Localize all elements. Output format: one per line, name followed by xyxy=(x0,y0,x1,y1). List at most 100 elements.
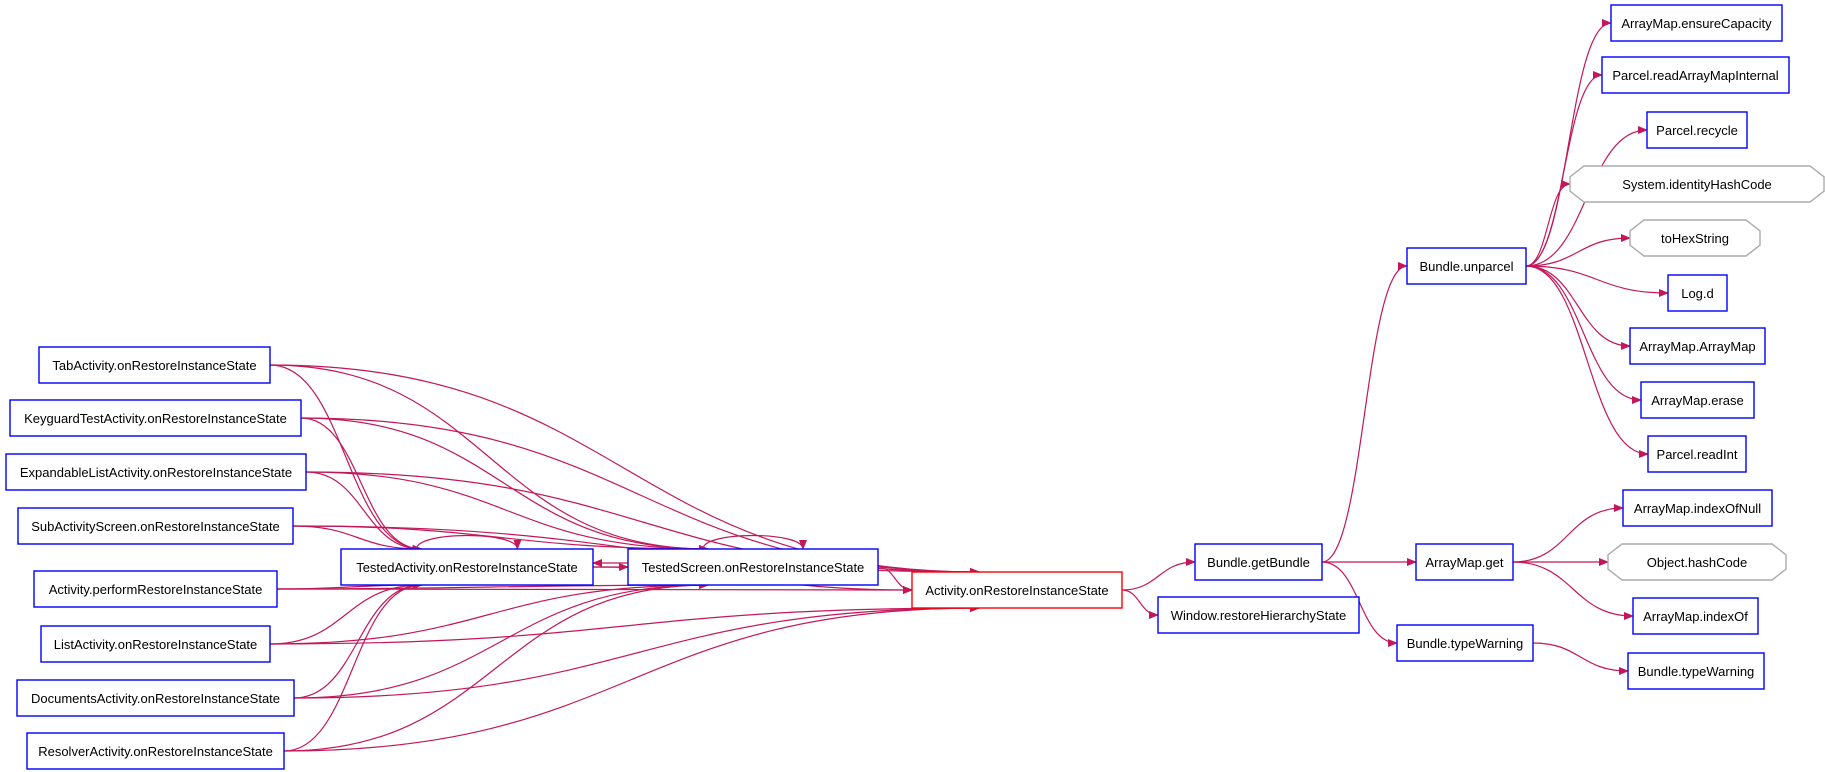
node-box xyxy=(1646,111,1748,149)
node-object-hashcode[interactable]: Object.hashCode xyxy=(1607,543,1787,581)
node-box xyxy=(911,571,1123,609)
node-expandable-list[interactable]: ExpandableListActivity.onRestoreInstance… xyxy=(5,453,307,491)
node-activity-perform[interactable]: Activity.performRestoreInstanceState xyxy=(33,570,278,608)
node-documents-activity[interactable]: DocumentsActivity.onRestoreInstanceState xyxy=(16,679,295,717)
node-box xyxy=(17,507,294,545)
node-arraymap-indexofnull[interactable]: ArrayMap.indexOfNull xyxy=(1622,489,1773,527)
edge-tab-activity-to-tested-activity xyxy=(269,364,423,553)
edge-tested-activity-to-tested-activity xyxy=(416,534,522,550)
node-label: Parcel.recycle xyxy=(1656,123,1738,138)
node-bundle-unparcel[interactable]: Bundle.unparcel xyxy=(1406,247,1527,285)
node-tested-activity[interactable]: TestedActivity.onRestoreInstanceState xyxy=(340,548,594,586)
edge-activity-perform-to-activity-restore xyxy=(276,585,913,594)
edge-list-activity-to-activity-restore xyxy=(269,604,981,645)
node-resolver-activity[interactable]: ResolverActivity.onRestoreInstanceState xyxy=(26,732,285,770)
node-label: ArrayMap.erase xyxy=(1651,393,1743,408)
node-arraymap-arraymap[interactable]: ArrayMap.ArrayMap xyxy=(1629,327,1766,365)
edge-bundle-unparcel-to-arraymap-ensurecap xyxy=(1525,19,1612,267)
node-keyguard-test[interactable]: KeyguardTestActivity.onRestoreInstanceSt… xyxy=(9,399,302,437)
nodes-layer: TabActivity.onRestoreInstanceStateKeygua… xyxy=(5,4,1825,770)
node-label: ResolverActivity.onRestoreInstanceState xyxy=(38,744,273,759)
node-box xyxy=(1601,56,1790,94)
node-box xyxy=(340,548,594,586)
node-box xyxy=(1640,381,1755,419)
edge-expandable-list-to-tested-screen xyxy=(305,471,709,553)
edge-activity-restore-to-bundle-getbundle xyxy=(1121,558,1196,591)
node-box xyxy=(40,625,271,663)
node-system-identity[interactable]: System.identityHashCode xyxy=(1569,165,1825,203)
edge-bundle-unparcel-to-parcel-readint xyxy=(1525,265,1649,458)
node-box xyxy=(1396,624,1534,662)
node-box xyxy=(1629,327,1766,365)
node-label: TabActivity.onRestoreInstanceState xyxy=(52,358,256,373)
node-box xyxy=(16,679,295,717)
node-activity-restore[interactable]: Activity.onRestoreInstanceState xyxy=(911,571,1123,609)
node-label: toHexString xyxy=(1661,231,1729,246)
node-parcel-readint[interactable]: Parcel.readInt xyxy=(1647,435,1747,473)
edge-resolver-activity-to-activity-restore xyxy=(283,604,981,752)
node-arraymap-indexof[interactable]: ArrayMap.indexOf xyxy=(1632,597,1759,635)
edge-bundle-getbundle-to-bundle-unparcel xyxy=(1321,262,1408,563)
node-arraymap-get[interactable]: ArrayMap.get xyxy=(1415,543,1514,581)
node-box xyxy=(1632,597,1759,635)
edge-bundle-unparcel-to-log-d xyxy=(1525,265,1669,297)
node-arraymap-ensurecap[interactable]: ArrayMap.ensureCapacity xyxy=(1610,4,1783,42)
node-bundle-typewarning2[interactable]: Bundle.typeWarning xyxy=(1627,652,1765,690)
node-box xyxy=(1622,489,1773,527)
edge-documents-activity-to-activity-restore xyxy=(293,604,981,699)
node-label: Activity.onRestoreInstanceState xyxy=(925,583,1108,598)
edge-resolver-activity-to-tested-activity xyxy=(283,581,423,752)
edge-bundle-unparcel-to-tohexstring xyxy=(1525,234,1631,267)
node-label: System.identityHashCode xyxy=(1622,177,1772,192)
edge-tab-activity-to-tested-screen xyxy=(269,364,709,553)
node-box xyxy=(33,570,278,608)
node-parcel-recycle[interactable]: Parcel.recycle xyxy=(1646,111,1748,149)
node-box xyxy=(1415,543,1514,581)
node-label: Window.restoreHierarchyState xyxy=(1171,608,1347,623)
node-log-d[interactable]: Log.d xyxy=(1667,274,1728,312)
node-label: KeyguardTestActivity.onRestoreInstanceSt… xyxy=(24,411,287,426)
edge-activity-restore-to-window-restore xyxy=(1121,589,1159,619)
node-window-restore[interactable]: Window.restoreHierarchyState xyxy=(1157,596,1360,634)
node-label: Log.d xyxy=(1681,286,1714,301)
node-box xyxy=(1157,596,1360,634)
node-label: ExpandableListActivity.onRestoreInstance… xyxy=(20,465,292,480)
node-label: Bundle.unparcel xyxy=(1420,259,1514,274)
edge-bundle-unparcel-to-arraymap-arraymap xyxy=(1525,265,1631,350)
node-label: ArrayMap.ArrayMap xyxy=(1639,339,1755,354)
node-label: ArrayMap.ensureCapacity xyxy=(1621,16,1772,31)
node-arraymap-erase[interactable]: ArrayMap.erase xyxy=(1640,381,1755,419)
node-label: ArrayMap.indexOf xyxy=(1643,609,1748,624)
edge-keyguard-test-to-tested-activity xyxy=(300,417,423,553)
node-label: DocumentsActivity.onRestoreInstanceState xyxy=(31,691,280,706)
edge-documents-activity-to-tested-screen xyxy=(293,581,709,699)
node-label: ArrayMap.get xyxy=(1425,555,1503,570)
node-box xyxy=(38,346,271,384)
edge-tested-screen-to-activity-restore xyxy=(877,566,913,594)
node-box xyxy=(1629,219,1761,257)
edge-tab-activity-to-activity-restore xyxy=(269,364,981,576)
node-box xyxy=(5,453,307,491)
node-label: Activity.performRestoreInstanceState xyxy=(49,582,263,597)
node-parcel-readarraymap[interactable]: Parcel.readArrayMapInternal xyxy=(1601,56,1790,94)
node-bundle-getbundle[interactable]: Bundle.getBundle xyxy=(1194,543,1323,581)
edge-arraymap-get-to-arraymap-indexofnull xyxy=(1512,504,1624,563)
node-sub-activity-screen[interactable]: SubActivityScreen.onRestoreInstanceState xyxy=(17,507,294,545)
node-bundle-typewarning[interactable]: Bundle.typeWarning xyxy=(1396,624,1534,662)
node-label: Bundle.getBundle xyxy=(1207,555,1310,570)
edge-sub-activity-screen-to-tested-activity xyxy=(292,525,423,553)
node-tohexstring[interactable]: toHexString xyxy=(1629,219,1761,257)
node-box xyxy=(1627,652,1765,690)
edge-bundle-unparcel-to-system-identity xyxy=(1525,180,1571,267)
node-tab-activity[interactable]: TabActivity.onRestoreInstanceState xyxy=(38,346,271,384)
node-label: Object.hashCode xyxy=(1647,555,1747,570)
node-label: ListActivity.onRestoreInstanceState xyxy=(54,637,258,652)
edge-list-activity-to-tested-screen xyxy=(269,581,709,645)
node-label: Parcel.readInt xyxy=(1657,447,1738,462)
node-tested-screen[interactable]: TestedScreen.onRestoreInstanceState xyxy=(627,548,879,586)
node-box xyxy=(1610,4,1783,42)
node-list-activity[interactable]: ListActivity.onRestoreInstanceState xyxy=(40,625,271,663)
node-box xyxy=(26,732,285,770)
node-label: Bundle.typeWarning xyxy=(1407,636,1524,651)
